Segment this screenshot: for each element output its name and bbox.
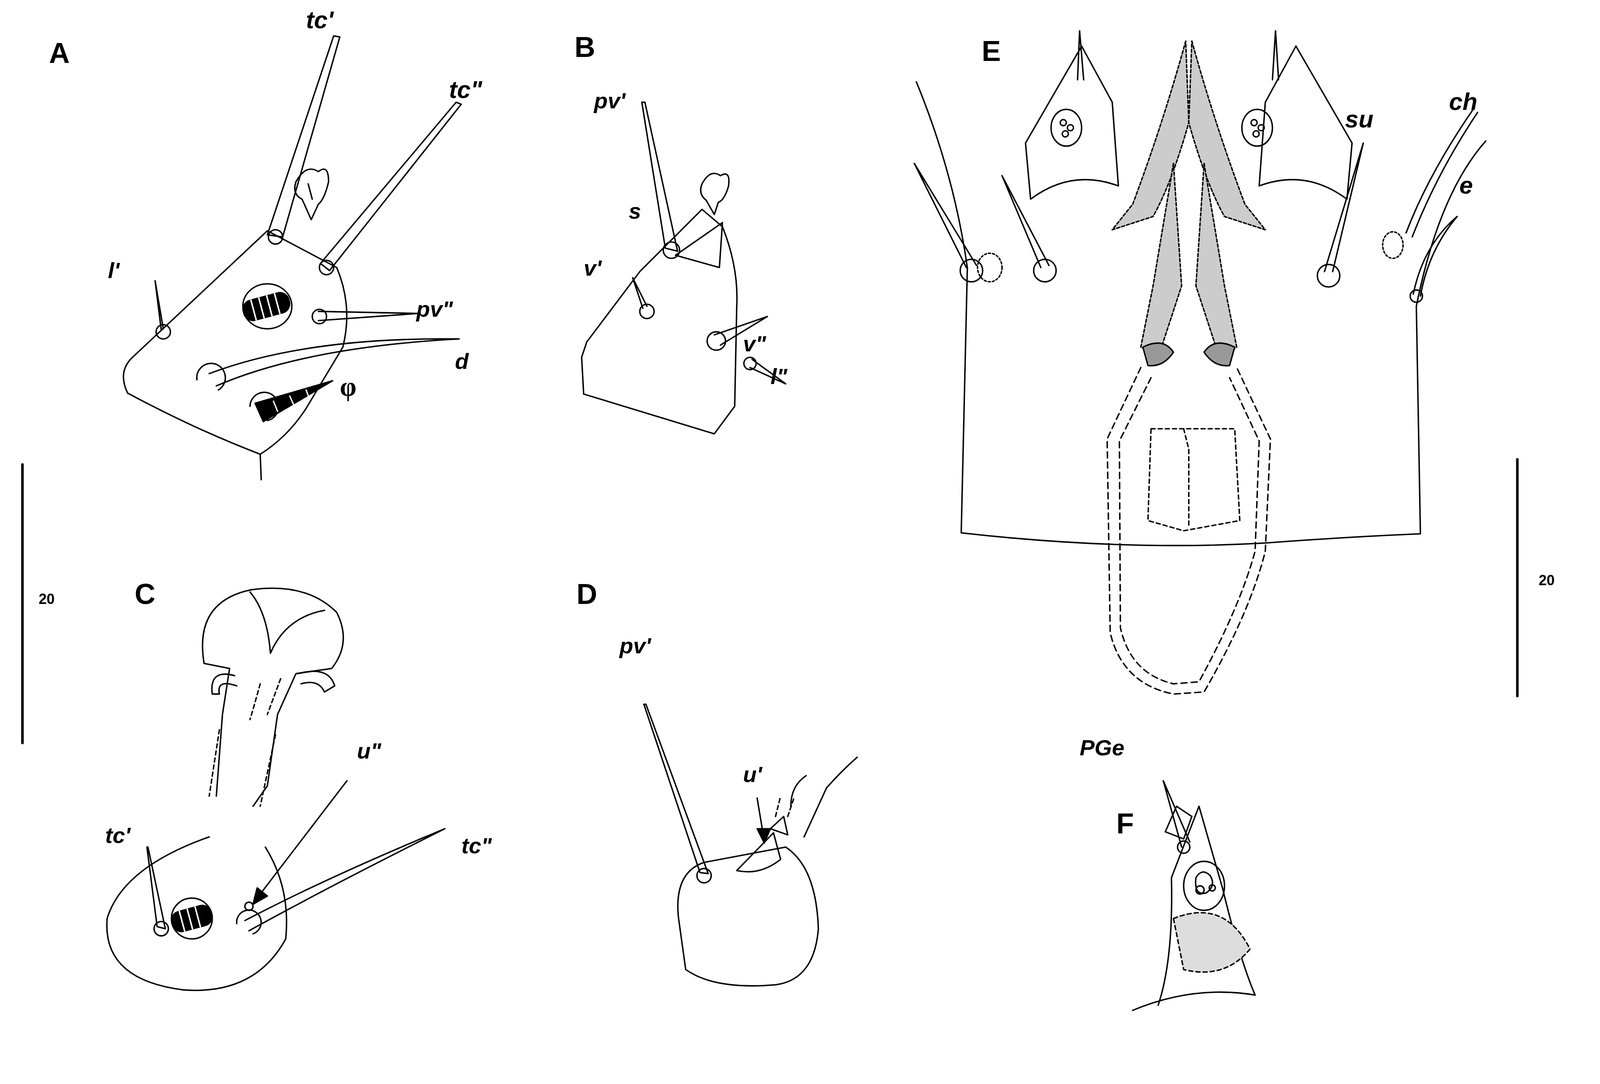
- seta-label: PGe: [1079, 736, 1125, 759]
- seta-label: pv': [619, 634, 651, 657]
- seta-label: tc": [449, 77, 483, 102]
- seta-label: su: [1345, 107, 1374, 132]
- seta-label: e: [1459, 173, 1473, 198]
- seta-label: pv": [416, 298, 453, 321]
- seta-label: tc': [105, 824, 131, 847]
- panel-letter: C: [134, 579, 156, 609]
- seta-label: v": [743, 332, 767, 355]
- seta-label: pv': [594, 89, 626, 112]
- seta-label: l': [107, 259, 120, 282]
- seta-label: v': [583, 256, 602, 280]
- seta-label: u': [743, 763, 763, 786]
- seta-label: ch: [1449, 89, 1478, 114]
- scale-value: 20: [1538, 573, 1555, 588]
- panel-letter: E: [981, 36, 1001, 66]
- seta-label: s: [628, 200, 642, 223]
- seta-label: tc": [461, 834, 492, 857]
- seta-label: l": [770, 365, 788, 388]
- seta-label: d: [454, 350, 469, 373]
- seta-label: u": [356, 739, 382, 763]
- panel-letter: D: [576, 579, 598, 609]
- seta-label: tc': [305, 7, 334, 33]
- scale-value: 20: [38, 592, 55, 607]
- solenidion-label: φ: [339, 373, 357, 400]
- panel-letter: B: [574, 32, 596, 62]
- panel-letter: A: [49, 38, 70, 68]
- panel-letter: F: [1116, 809, 1134, 838]
